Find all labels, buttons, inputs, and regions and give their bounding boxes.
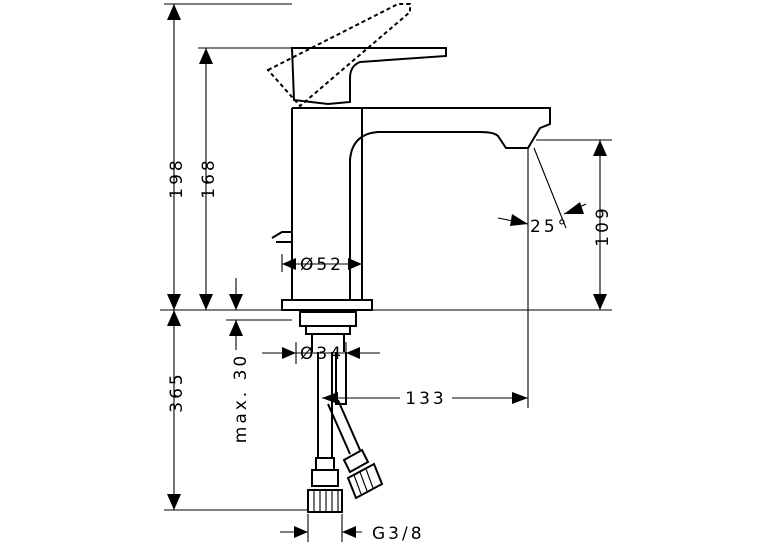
- faucet-body: [271, 108, 373, 311]
- dimension-109: [536, 139, 612, 310]
- lever-handle: [290, 47, 447, 106]
- dimension-diameter-52-label: Ø52: [300, 255, 344, 275]
- dimension-diameter-52: [281, 254, 363, 272]
- dimension-133: [322, 232, 529, 408]
- dimension-diameter-34-label: Ø34: [300, 344, 344, 364]
- dimension-365: [164, 310, 308, 511]
- dimension-angle: [497, 202, 587, 226]
- dimension-g38: [280, 514, 362, 542]
- dimension-109-label: 109: [593, 205, 613, 246]
- flexible-supply-hoses: [307, 352, 384, 513]
- dimension-angle-label: 25°: [530, 217, 569, 237]
- lever-open-position-outline: [266, 3, 411, 108]
- dimension-198-label: 198: [167, 157, 187, 198]
- spray-angle-lines: [527, 147, 567, 232]
- dimension-max-30: [226, 278, 292, 350]
- mounting-shank: [299, 311, 357, 405]
- dimension-133-label: 133: [405, 389, 446, 409]
- dimension-g38-label: G3/8: [372, 524, 425, 544]
- dimension-198: [164, 3, 292, 310]
- dimension-max-30-label: max. 30: [231, 353, 251, 443]
- dimension-365-label: 365: [167, 371, 187, 412]
- dimension-168-label: 168: [199, 157, 219, 198]
- dimension-168: [198, 47, 292, 310]
- spout: [292, 107, 551, 300]
- dimension-diameter-34: [262, 342, 380, 364]
